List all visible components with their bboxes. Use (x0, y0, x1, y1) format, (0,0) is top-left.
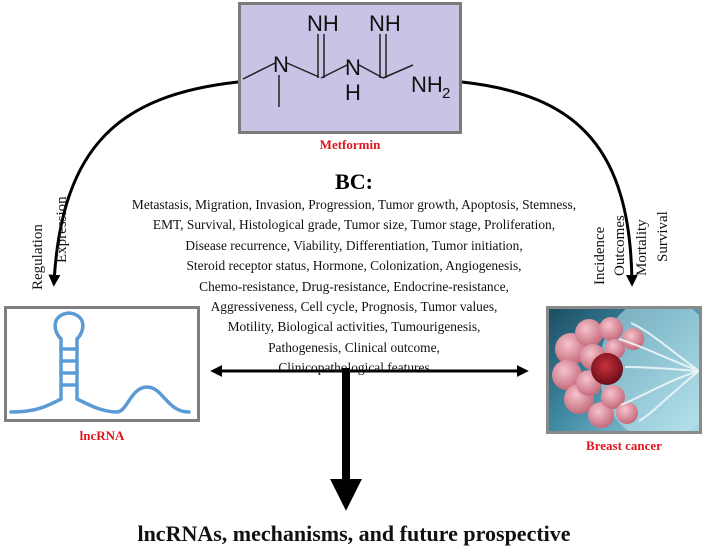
nh-imine-left: NH (307, 11, 339, 36)
bc-features-list: Metastasis, Migration, Invasion, Progres… (90, 195, 618, 379)
label-expression: Expression (54, 196, 70, 263)
label-outcomes: Outcomes (612, 215, 628, 276)
bc-feature-line: Motility, Biological activities, Tumouri… (227, 319, 481, 335)
footer-title: lncRNAs, mechanisms, and future prospect… (137, 521, 571, 546)
bc-feature-line: Steroid receptor status, Hormone, Coloni… (186, 258, 522, 274)
n-bridge: N (345, 55, 361, 80)
bc-feature-line: Pathogenesis, Clinical outcome, (268, 339, 440, 355)
metformin-structure: NH NH N N H NH 2 (242, 11, 450, 107)
lncrna-stem-loop (9, 311, 191, 414)
bc-feature-line: Disease recurrence, Viability, Different… (185, 237, 523, 253)
bc-title: BC: (335, 169, 373, 194)
nh2-subscript: 2 (442, 85, 450, 102)
h-bridge: H (345, 80, 361, 105)
bc-feature-line: EMT, Survival, Histological grade, Tumor… (152, 217, 556, 233)
nh-imine-right: NH (369, 11, 401, 36)
n-dimethyl: N (273, 52, 289, 77)
bc-feature-line: Metastasis, Migration, Invasion, Progres… (131, 197, 577, 212)
breast-cancer-label: Breast cancer (586, 438, 662, 453)
label-regulation: Regulation (30, 224, 46, 290)
lncrna-label: lncRNA (79, 428, 125, 443)
arrow-metformin-to-breast-cancer (461, 80, 638, 287)
metformin-structure-box: NH NH N N H NH 2 (238, 2, 462, 134)
bc-feature-line: Aggressiveness, Cell cycle, Prognosis, T… (210, 299, 498, 315)
lncrna-box (4, 306, 200, 422)
label-survival: Survival (655, 211, 671, 262)
label-mortality: Mortality (634, 219, 650, 276)
breast-cancer-illustration (546, 306, 702, 434)
bc-feature-line: Chemo-resistance, Drug-resistance, Endoc… (199, 278, 509, 294)
nh2-amine: NH (411, 72, 443, 97)
arrow-metformin-to-lncrna (48, 80, 239, 287)
bc-feature-line: Clinicopathological features (278, 360, 430, 376)
metformin-label: Metformin (319, 137, 381, 152)
breast-tissue-picture (552, 309, 699, 431)
label-incidence: Incidence (592, 226, 608, 285)
